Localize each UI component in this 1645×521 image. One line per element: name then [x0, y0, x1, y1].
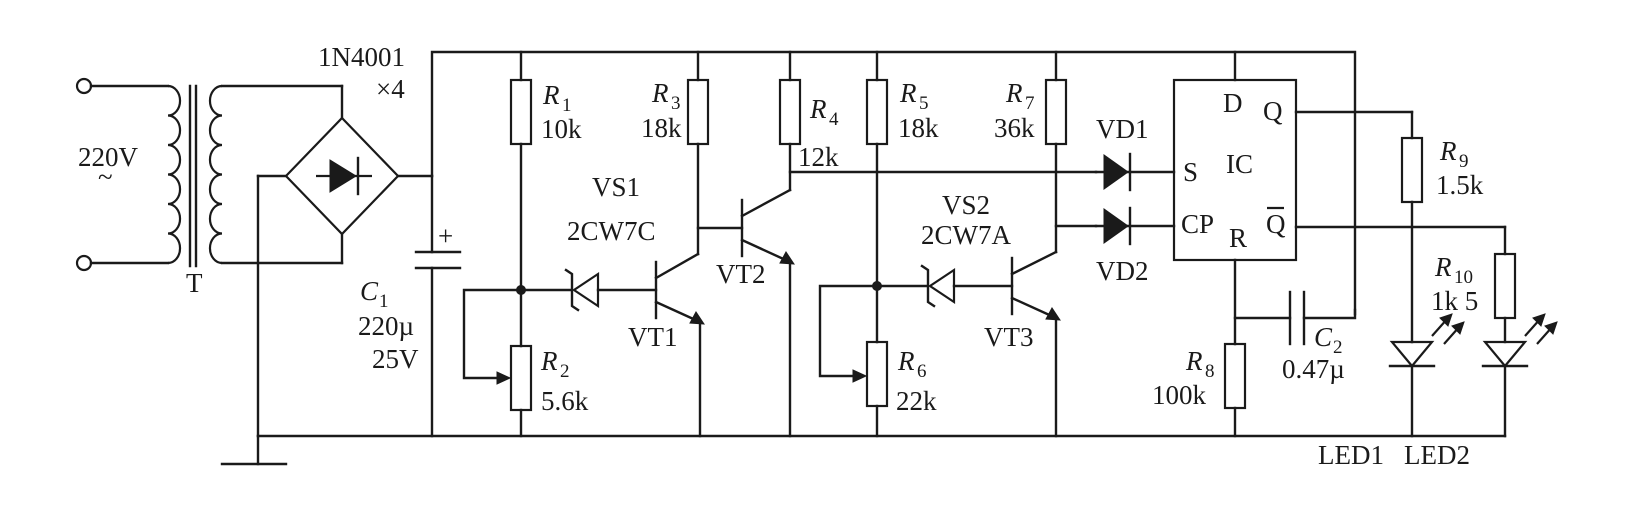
r7-sub: 7 — [1025, 93, 1035, 114]
ac-symbol: ~ — [98, 162, 113, 192]
r2-letter: R — [540, 346, 558, 376]
vt3-label: VT3 — [984, 322, 1034, 352]
r8-letter: R — [1185, 346, 1203, 376]
r2-wiper-wire — [462, 288, 523, 380]
c2-cap: 0.47µ — [1282, 354, 1345, 384]
r1-letter: R — [542, 80, 560, 110]
r2-sub: 2 — [560, 361, 570, 382]
r6-value: 22k — [896, 386, 937, 416]
r6-wiper-wire — [818, 284, 879, 378]
reset-network: R 8 100k C 2 0.47µ — [1152, 258, 1357, 438]
resistor-r1 — [509, 78, 533, 146]
vs1-part: 2CW7C — [567, 216, 656, 246]
vs2-part: 2CW7A — [921, 220, 1011, 250]
r3-letter: R — [651, 78, 669, 108]
vs2-label: VS2 — [942, 190, 990, 220]
diodes-vd: VD1 VD2 — [1094, 114, 1176, 286]
ac-input: 220V ~ — [75, 77, 170, 272]
r1-sub: 1 — [562, 95, 572, 116]
ic-pin-r: R — [1229, 223, 1247, 253]
input-terminal-bottom — [75, 254, 93, 272]
stage-3: R 5 18k R 6 22k VS2 2CW7A VT3 R 7 36k — [818, 50, 1098, 438]
bridge-rectifier: 1N4001 ×4 — [220, 42, 434, 438]
bridge-diamond — [284, 116, 400, 236]
ic-pin-q: Q — [1263, 96, 1283, 126]
bridge-count-label: ×4 — [376, 74, 405, 104]
ic-pin-cp: CP — [1181, 209, 1214, 239]
c1-volt: 25V — [372, 344, 419, 374]
r9-value: 1.5k — [1436, 170, 1484, 200]
r3-value: 18k — [641, 113, 682, 143]
resistor-r4 — [778, 78, 802, 146]
resistor-r6 — [865, 340, 889, 408]
r9-sub: 9 — [1459, 151, 1469, 172]
r9-letter: R — [1439, 136, 1457, 166]
led1-label: LED1 — [1318, 440, 1384, 470]
vt1-label: VT1 — [628, 322, 678, 352]
stage-1: R 1 10k R 2 5.6k VS1 2CW7C VT1 R 3 18k — [462, 50, 710, 438]
r6-sub: 6 — [917, 361, 927, 382]
resistor-r5 — [865, 78, 889, 146]
resistor-r7 — [1044, 78, 1068, 146]
ic-label: IC — [1226, 149, 1253, 179]
led2-label: LED2 — [1404, 440, 1470, 470]
r6-letter: R — [897, 346, 915, 376]
vt2-label: VT2 — [716, 259, 766, 289]
r8-sub: 8 — [1205, 361, 1215, 382]
r10-sub: 10 — [1454, 267, 1473, 288]
vs1-label: VS1 — [592, 172, 640, 202]
resistor-r9 — [1400, 136, 1424, 204]
c1-cap: 220µ — [358, 311, 414, 341]
ic-flipflop: D Q S IC CP R Q — [1172, 50, 1507, 262]
c1-letter: C — [360, 276, 379, 306]
resistor-r2 — [509, 344, 533, 412]
r4-value: 12k — [798, 142, 839, 172]
vd2-label: VD2 — [1096, 256, 1149, 286]
led2-icon — [1482, 340, 1528, 368]
c1-plus: + — [438, 221, 453, 251]
r4-sub: 4 — [829, 109, 839, 130]
stage-2: VT2 R 4 12k — [696, 50, 1098, 438]
r4-letter: R — [809, 94, 827, 124]
capacitor-c1: + C 1 220µ 25V — [358, 174, 462, 438]
transformer: T — [167, 84, 223, 298]
r7-value: 36k — [994, 113, 1035, 143]
zener-vs1 — [572, 271, 600, 309]
secondary-coil — [208, 84, 223, 265]
led2-branch: R 10 1k 5 — [1431, 225, 1558, 438]
r5-sub: 5 — [919, 93, 929, 114]
r10-letter: R — [1434, 252, 1452, 282]
ic-pin-d: D — [1223, 88, 1243, 118]
input-voltage-label: 220V — [78, 142, 139, 172]
ic-pin-s: S — [1183, 157, 1198, 187]
zener-vs2 — [928, 267, 956, 305]
primary-coil — [167, 84, 182, 265]
c2-letter: C — [1314, 322, 1333, 352]
r2-value: 5.6k — [541, 386, 589, 416]
r10-value: 1k 5 — [1431, 286, 1478, 316]
c2-sub: 2 — [1333, 337, 1343, 358]
vd1-label: VD1 — [1096, 114, 1149, 144]
positive-rail — [430, 50, 1357, 316]
led1-branch: R 9 1.5k — [1388, 110, 1484, 438]
r1-value: 10k — [541, 114, 582, 144]
resistor-r10 — [1493, 252, 1517, 320]
resistor-r3 — [686, 78, 710, 146]
resistor-r8 — [1223, 342, 1247, 410]
r5-letter: R — [899, 78, 917, 108]
r5-value: 18k — [898, 113, 939, 143]
r3-sub: 3 — [671, 93, 681, 114]
led1-icon — [1389, 340, 1435, 368]
c1-sub: 1 — [379, 291, 389, 312]
ic-pin-qbar: Q — [1266, 209, 1286, 239]
r8-value: 100k — [1152, 380, 1207, 410]
bridge-part-label: 1N4001 — [318, 42, 405, 72]
r7-letter: R — [1005, 78, 1023, 108]
input-terminal-top — [75, 77, 93, 95]
transformer-label: T — [186, 268, 203, 298]
